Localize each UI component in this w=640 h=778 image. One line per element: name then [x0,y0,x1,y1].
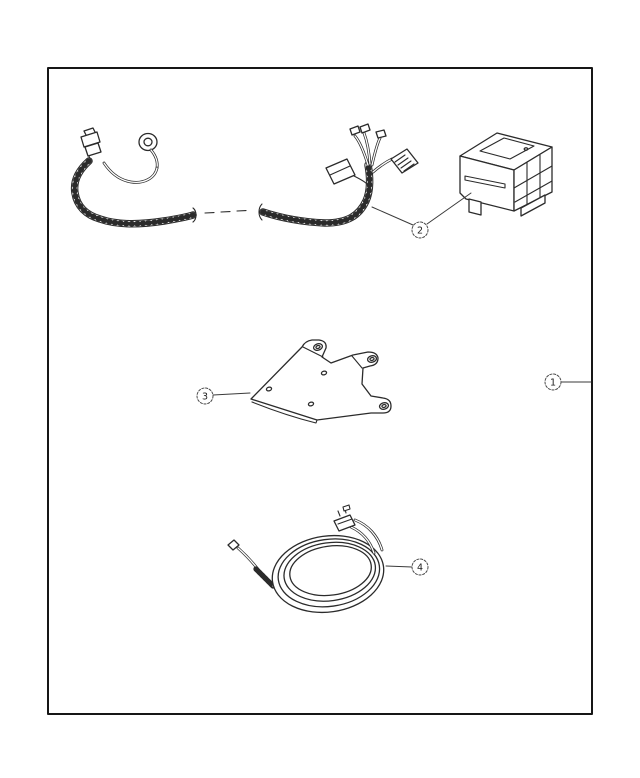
wire-terminal-icon [359,123,371,134]
cable-coil-loops [271,534,385,614]
mounting-bracket-art [250,339,392,424]
callout-4-leader [385,565,413,568]
module-tab [520,194,546,217]
control-module-art [459,132,553,217]
coil-connector-icon [333,514,356,532]
harness-connector-icon [325,158,356,185]
wiring-harness-art [70,123,419,228]
callout-2-leader-right [426,192,472,225]
callout-2-label: 2 [417,225,423,236]
module-front-face [459,155,515,212]
wire-terminal-icon [375,129,387,139]
cable-coil-art [227,504,385,614]
callout-3-label: 3 [202,391,208,402]
callout-2-circle [411,221,429,239]
ring-terminal-icon [138,132,158,152]
callout-1: 1 [544,373,592,391]
wire-terminal-icon [349,125,361,136]
bracket-hole [366,355,378,363]
callout-2-leader-left [371,206,414,226]
callout-1-label: 1 [550,377,556,388]
bracket-hole-small [320,370,328,376]
bracket-hole [312,343,324,351]
module-foot [468,198,482,216]
module-pin-face [513,146,553,212]
callout-3-leader [212,392,251,396]
callout-3-circle [196,387,214,405]
callout-4: 4 [385,558,429,576]
callout-4-circle [411,558,429,576]
callout-4-label: 4 [417,562,423,573]
callout-2: 2 [371,192,472,239]
callout-1-circle [544,373,562,391]
bracket-hole-small [307,401,315,407]
callout-3: 3 [196,387,251,405]
cable-plug-icon [227,539,240,551]
bracket-hole-small [265,386,273,392]
bracket-hole [378,402,390,410]
